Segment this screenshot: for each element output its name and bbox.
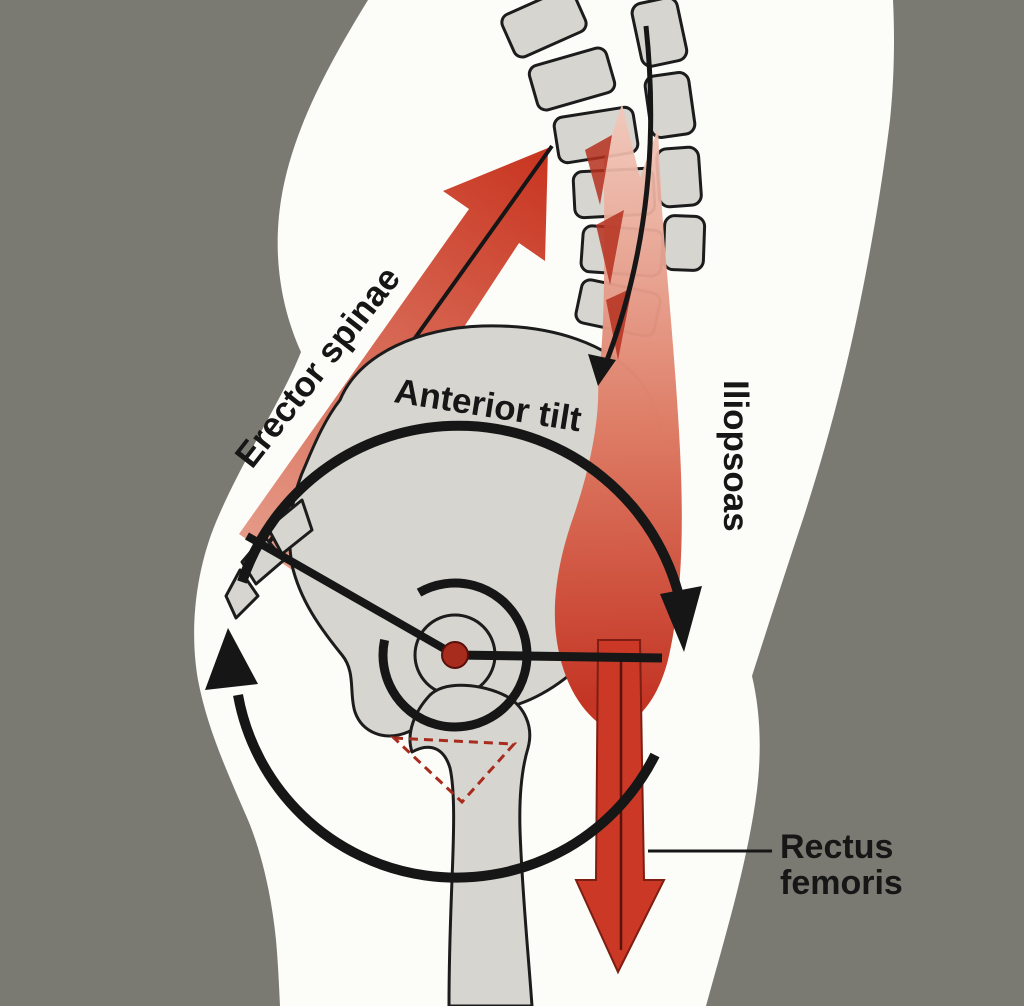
axis-line-sacrum [245,532,457,659]
hip-joint-hub [245,532,663,732]
arrowhead-small [588,354,616,386]
rotation-arc-bottom [233,694,660,883]
arrowhead-down [660,586,702,652]
label-iliopsoas: Iliopsoas [716,380,755,532]
axis-line-horizontal [454,650,663,663]
trochanter-dashed-outline [390,736,518,805]
hip-joint-center-dot [441,641,469,669]
muscle-slip [596,210,624,285]
arrowhead-up [205,628,258,690]
label-rectus-femoris-line1: Rectus [780,828,893,866]
hip-joint-ring [378,578,532,732]
muscle-slip [585,135,612,205]
label-rectus-femoris-line2: femoris [780,864,903,902]
rotation-arrows [205,420,702,883]
tilt-indicator [588,25,654,386]
rotation-arc-top [237,420,685,602]
